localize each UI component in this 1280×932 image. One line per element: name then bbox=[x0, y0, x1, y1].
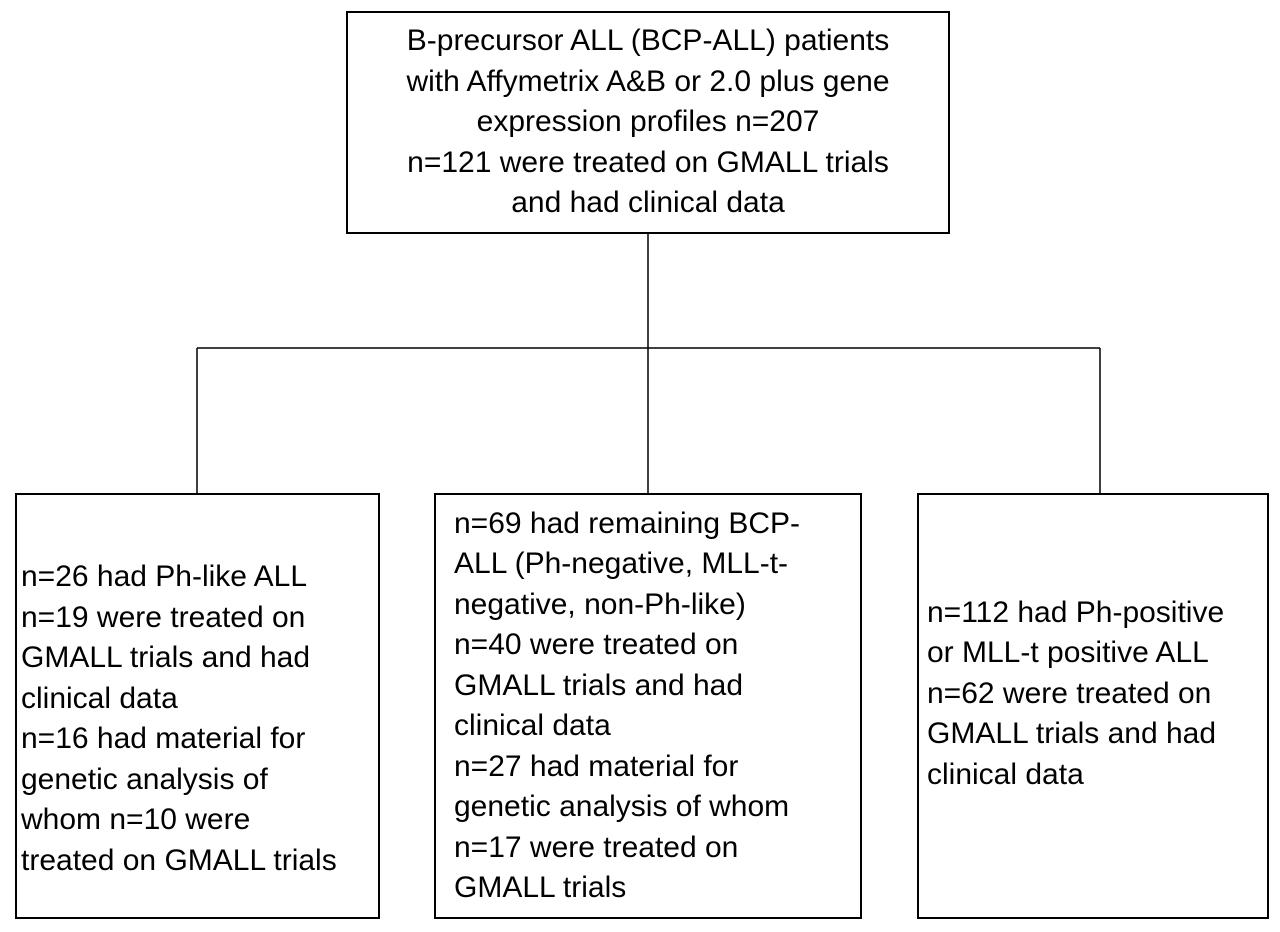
ph-like-text-line: clinical data bbox=[21, 681, 178, 715]
all-patients-box: B-precursor ALL (BCP-ALL) patients with … bbox=[346, 11, 950, 234]
ph-like-text-line: genetic analysis of bbox=[21, 762, 268, 796]
ph-positive-text-line: n=112 had Ph-positive bbox=[927, 595, 1225, 629]
all-patients-text-line: B-precursor ALL (BCP-ALL) patients bbox=[406, 24, 890, 58]
all-patients-text-line: expression profiles n=207 bbox=[476, 105, 820, 139]
all-patients-text-line: with Affymetrix A&B or 2.0 plus gene bbox=[406, 64, 890, 98]
remaining-bcp-text-line: genetic analysis of whom bbox=[454, 790, 790, 823]
remaining-bcp-text-line: n=69 had remaining BCP- bbox=[454, 506, 801, 540]
remaining-bcp-text-line: ALL (Ph-negative, MLL-t- bbox=[454, 547, 789, 580]
remaining-bcp-text-line: negative, non-Ph-like) bbox=[454, 587, 746, 621]
remaining-bcp-text-line: clinical data bbox=[454, 709, 611, 742]
ph-like-text-line: treated on GMALL trials bbox=[21, 843, 337, 877]
all-patients-text-line: and had clinical data bbox=[511, 186, 785, 220]
ph-like-text-line: n=19 were treated on bbox=[21, 600, 306, 634]
ph-positive-text-line: or MLL-t positive ALL bbox=[927, 636, 1209, 670]
ph-positive-text-line: GMALL trials and had bbox=[927, 717, 1217, 751]
ph-positive-text-line: clinical data bbox=[927, 757, 1084, 791]
ph-positive-text-line: n=62 were treated on bbox=[927, 676, 1212, 710]
remaining-bcp-text-line: GMALL trials and had bbox=[454, 668, 744, 702]
remaining-bcp-text-line: GMALL trials bbox=[454, 871, 627, 904]
remaining-bcp-text-line: n=27 had material for bbox=[454, 749, 739, 783]
ph-like-text-line: whom n=10 were bbox=[21, 803, 251, 836]
ph-like-text-line: n=26 had Ph-like ALL bbox=[21, 560, 308, 593]
remaining-bcp-text-line: n=40 were treated on bbox=[454, 628, 739, 661]
remaining-bcp-all-box: n=69 had remaining BCP- ALL (Ph-negative… bbox=[434, 493, 862, 919]
ph-positive-mll-box: n=112 had Ph-positive or MLL-t positive … bbox=[917, 493, 1269, 919]
ph-like-all-box: n=26 had Ph-like ALL n=19 were treated o… bbox=[15, 493, 380, 919]
remaining-bcp-text-line: n=17 were treated on bbox=[454, 830, 739, 864]
ph-like-text-line: GMALL trials and had bbox=[21, 641, 311, 674]
ph-like-text-line: n=16 had material for bbox=[21, 722, 306, 755]
all-patients-text-line: n=121 were treated on GMALL trials bbox=[407, 145, 889, 179]
